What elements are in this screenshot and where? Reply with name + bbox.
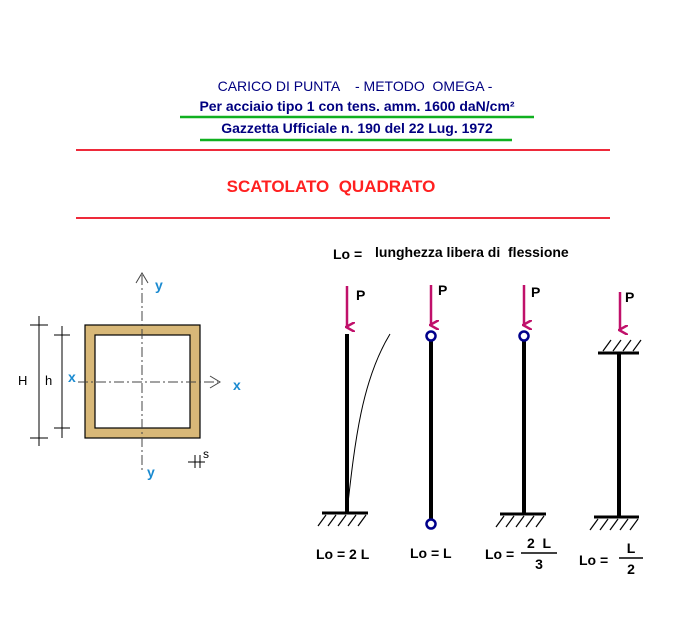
case3-formula-prefix: Lo = bbox=[485, 546, 514, 562]
case2-formula: Lo = L bbox=[410, 545, 452, 561]
case3-numerator: 2 L bbox=[527, 535, 552, 551]
dimension-h bbox=[54, 326, 70, 438]
case3-denominator: 3 bbox=[535, 556, 543, 572]
header-line-2: Per acciaio tipo 1 con tens. amm. 1600 d… bbox=[199, 98, 514, 114]
case4-load-label: P bbox=[625, 289, 634, 305]
axis-y-bottom-label: y bbox=[147, 464, 155, 480]
dimension-H-label: H bbox=[18, 373, 27, 388]
case4-formula-prefix: Lo = bbox=[579, 552, 608, 568]
dimension-s-label: s bbox=[203, 447, 209, 461]
section-title: SCATOLATO QUADRATO bbox=[227, 177, 436, 196]
case1-load-label: P bbox=[356, 287, 365, 303]
axis-x-left-label: x bbox=[68, 369, 76, 385]
case-fixed-fixed bbox=[589, 292, 642, 531]
header-line-1: CARICO DI PUNTA - METODO OMEGA - bbox=[218, 78, 493, 94]
case-fixed-hinged bbox=[495, 285, 546, 528]
dimension-h-label: h bbox=[45, 373, 52, 388]
definition-symbol: Lo = bbox=[333, 246, 362, 262]
definition-text: lunghezza libera di flessione bbox=[375, 244, 569, 260]
case1-formula: Lo = 2 L bbox=[316, 546, 370, 562]
case-fixed-free bbox=[317, 286, 391, 527]
header-line-3: Gazzetta Ufficiale n. 190 del 22 Lug. 19… bbox=[221, 120, 493, 136]
case4-denominator: 2 bbox=[627, 561, 635, 577]
case2-load-label: P bbox=[438, 282, 447, 298]
axis-x-right-label: x bbox=[233, 377, 241, 393]
axis-y-top-label: y bbox=[155, 277, 163, 293]
dimension-s bbox=[188, 455, 205, 468]
case3-load-label: P bbox=[531, 284, 540, 300]
y-axis bbox=[135, 272, 149, 470]
case-hinged-hinged bbox=[425, 285, 436, 530]
x-axis bbox=[78, 375, 221, 389]
case4-numerator: L bbox=[627, 540, 636, 556]
dimension-H bbox=[30, 316, 48, 446]
